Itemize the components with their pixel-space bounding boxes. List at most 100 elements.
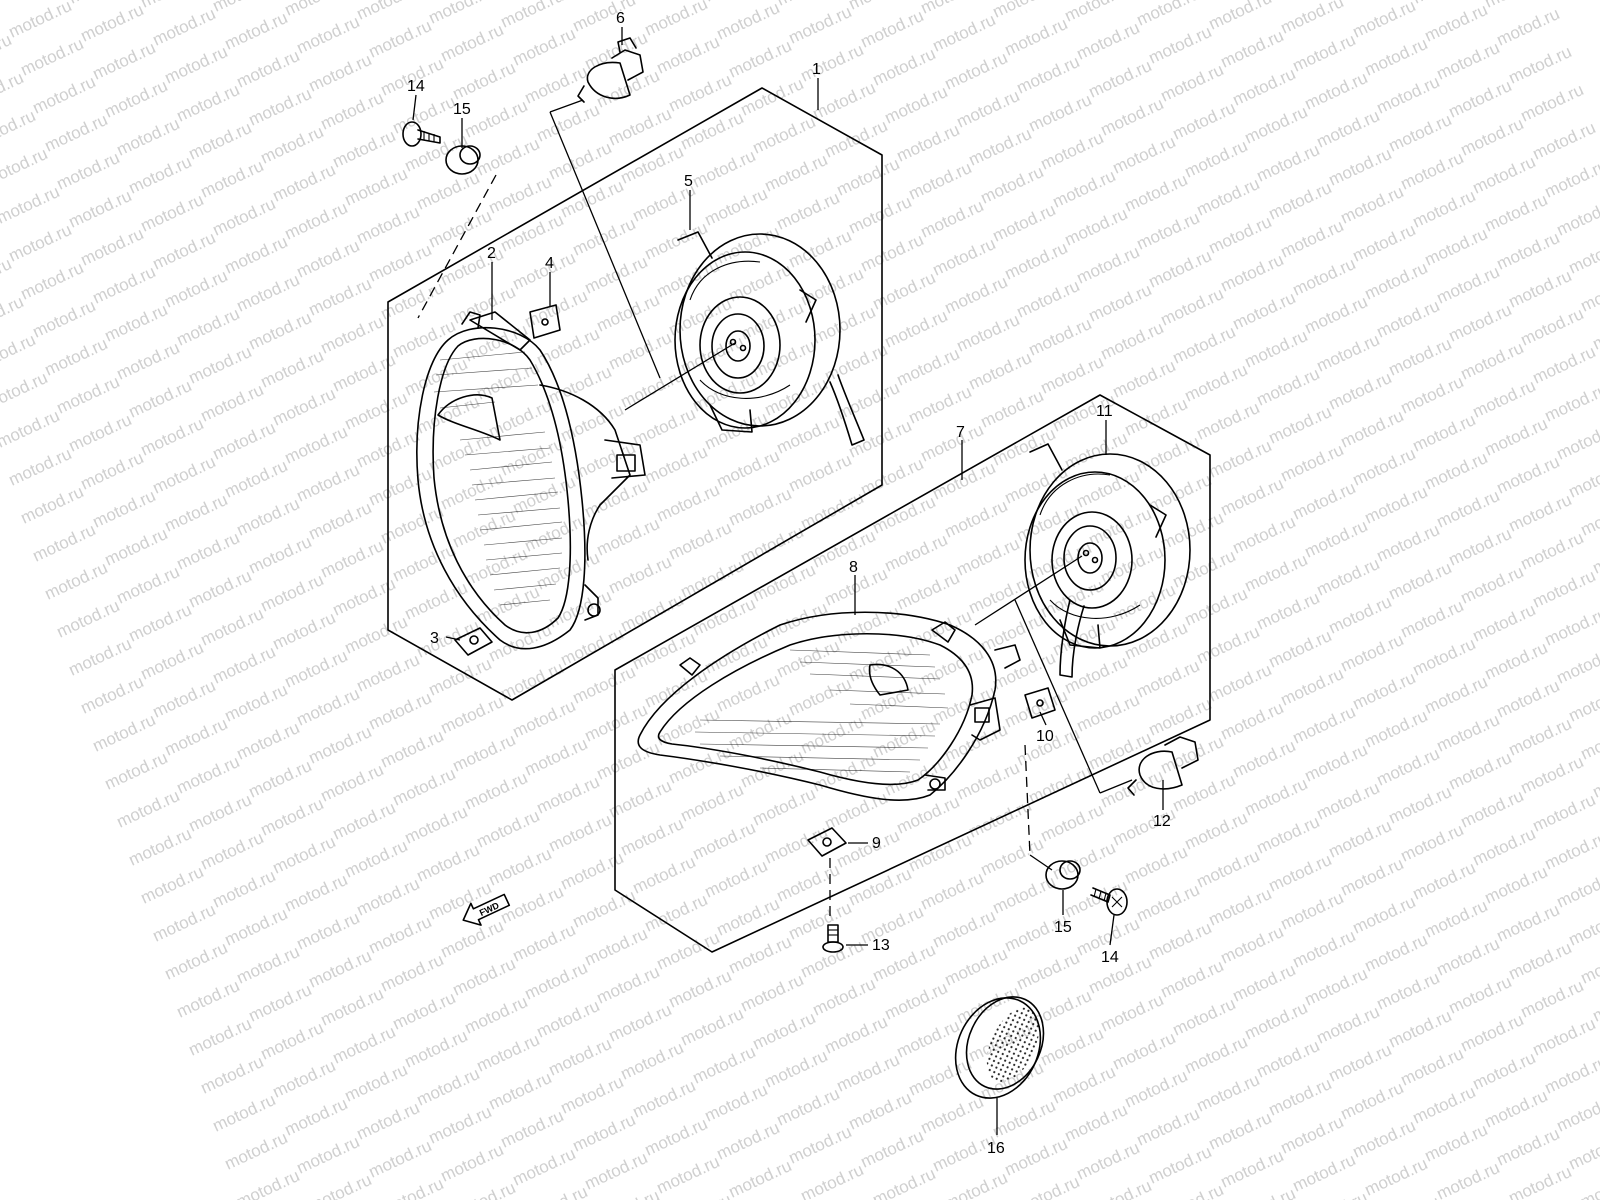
watermark-text: motod.ru — [1278, 216, 1347, 262]
watermark-text: motod.ru — [390, 764, 459, 810]
watermark-text: motod.ru — [1410, 1082, 1479, 1128]
watermark-text: motod.ru — [1506, 938, 1575, 984]
watermark-text: motod.ru — [990, 648, 1059, 694]
watermark-text: motod.ru — [894, 344, 963, 390]
watermark-text: motod.ru — [6, 444, 75, 490]
watermark-text: motod.ru — [1062, 204, 1131, 250]
watermark-text: motod.ru — [1266, 626, 1335, 672]
watermark-text: motod.ru — [1386, 110, 1455, 156]
watermark-text: motod.ru — [882, 82, 951, 128]
watermark-text: motod.ru — [354, 1098, 423, 1144]
watermark-text: motod.ru — [66, 186, 135, 232]
watermark-text: motod.ru — [918, 196, 987, 242]
watermark-text: motod.ru — [1494, 228, 1563, 274]
watermark-text: motod.ru — [462, 544, 531, 590]
watermark-text: motod.ru — [1578, 270, 1600, 316]
watermark-text: motod.ru — [1314, 106, 1383, 152]
watermark-text: motod.ru — [1338, 854, 1407, 900]
watermark-text: motod.ru — [606, 552, 675, 598]
watermark-text: motod.ru — [918, 868, 987, 914]
watermark-text: motod.ru — [1374, 520, 1443, 566]
watermark-text: motod.ru — [1470, 1048, 1539, 1094]
watermark-text: motod.ru — [1494, 4, 1563, 50]
watermark-text: motod.ru — [1302, 292, 1371, 338]
watermark-text: motod.ru — [570, 214, 639, 260]
watermark-text: motod.ru — [174, 304, 243, 350]
watermark-text: motod.ru — [894, 792, 963, 838]
watermark-text: motod.ru — [1374, 72, 1443, 118]
watermark-text: motod.ru — [750, 1008, 819, 1054]
watermark-text: motod.ru — [1014, 500, 1083, 546]
watermark-text: motod.ru — [486, 844, 555, 890]
watermark-text: motod.ru — [1326, 1040, 1395, 1086]
callout-13: 13 — [872, 937, 890, 954]
callout-15-lower: 15 — [1054, 919, 1072, 936]
watermark-text: motod.ru — [522, 1182, 591, 1200]
watermark-text: motod.ru — [522, 734, 591, 780]
watermark-text: motod.ru — [1254, 1036, 1323, 1082]
watermark-text: motod.ru — [1398, 372, 1467, 418]
watermark-text: motod.ru — [594, 290, 663, 336]
watermark-text: motod.ru — [882, 530, 951, 576]
watermark-text: motod.ru — [846, 416, 915, 462]
watermark-text: motod.ru — [582, 924, 651, 970]
watermark-text: motod.ru — [1266, 402, 1335, 448]
watermark-text: motod.ru — [1410, 634, 1479, 680]
watermark-text: motod.ru — [186, 342, 255, 388]
watermark-text: motod.ru — [1362, 34, 1431, 80]
watermark-text: motod.ru — [126, 600, 195, 646]
watermark-text: motod.ru — [1530, 566, 1599, 612]
watermark-text: motod.ru — [222, 680, 291, 726]
watermark-text: motod.ru — [1134, 0, 1203, 30]
watermark-text: motod.ru — [1494, 452, 1563, 498]
watermark-text: motod.ru — [1122, 394, 1191, 440]
watermark-text: motod.ru — [726, 932, 795, 978]
watermark-text: motod.ru — [258, 570, 327, 616]
watermark-text: motod.ru — [546, 1034, 615, 1080]
watermark-text: motod.ru — [810, 526, 879, 572]
headlamp-unit-8 — [637, 611, 1021, 801]
watermark-text: motod.ru — [486, 1068, 555, 1114]
watermark-text: motod.ru — [534, 100, 603, 146]
watermark-text: motod.ru — [1374, 744, 1443, 790]
watermark-text: motod.ru — [1542, 828, 1600, 874]
watermark-text: motod.ru — [246, 532, 315, 578]
watermark-text: motod.ru — [282, 870, 351, 916]
watermark-text: motod.ru — [402, 578, 471, 624]
watermark-text: motod.ru — [1578, 494, 1600, 540]
watermark-text: motod.ru — [282, 0, 351, 20]
watermark-text: motod.ru — [1230, 64, 1299, 110]
watermark-text: motod.ru — [1002, 462, 1071, 508]
watermark-text: motod.ru — [1134, 432, 1203, 478]
watermark-text: motod.ru — [18, 258, 87, 304]
watermark-text: motod.ru — [114, 338, 183, 384]
watermark-text: motod.ru — [1362, 706, 1431, 752]
watermark-text: motod.ru — [1290, 1150, 1359, 1196]
bulb-12 — [1127, 736, 1199, 796]
watermark-text: motod.ru — [54, 596, 123, 642]
watermark-text: motod.ru — [462, 320, 531, 366]
watermark-text: motod.ru — [1434, 38, 1503, 84]
watermark-text: motod.ru — [690, 818, 759, 864]
watermark-text: motod.ru — [1206, 884, 1275, 930]
watermark-text: motod.ru — [1530, 790, 1599, 836]
watermark-text: motod.ru — [1278, 664, 1347, 710]
watermark-text: motod.ru — [1014, 1172, 1083, 1200]
watermark-text: motod.ru — [102, 748, 171, 794]
watermark-text: motod.ru — [618, 814, 687, 860]
watermark-text: motod.ru — [822, 1012, 891, 1058]
watermark-text: motod.ru — [1422, 224, 1491, 270]
watermark-text: motod.ru — [246, 980, 315, 1026]
callout-6: 6 — [616, 10, 625, 27]
watermark-text: motod.ru — [1362, 930, 1431, 976]
watermark-text: motod.ru — [462, 96, 531, 142]
watermark-text: motod.ru — [522, 510, 591, 556]
watermark-text: motod.ru — [342, 164, 411, 210]
watermark-text: motod.ru — [1242, 550, 1311, 596]
watermark-text: motod.ru — [1170, 322, 1239, 368]
watermark-text: motod.ru — [1422, 672, 1491, 718]
watermark-text: motod.ru — [1146, 918, 1215, 964]
watermark-text: motod.ru — [762, 150, 831, 196]
watermark-text: motod.ru — [306, 946, 375, 992]
watermark-text: motod.ru — [78, 448, 147, 494]
